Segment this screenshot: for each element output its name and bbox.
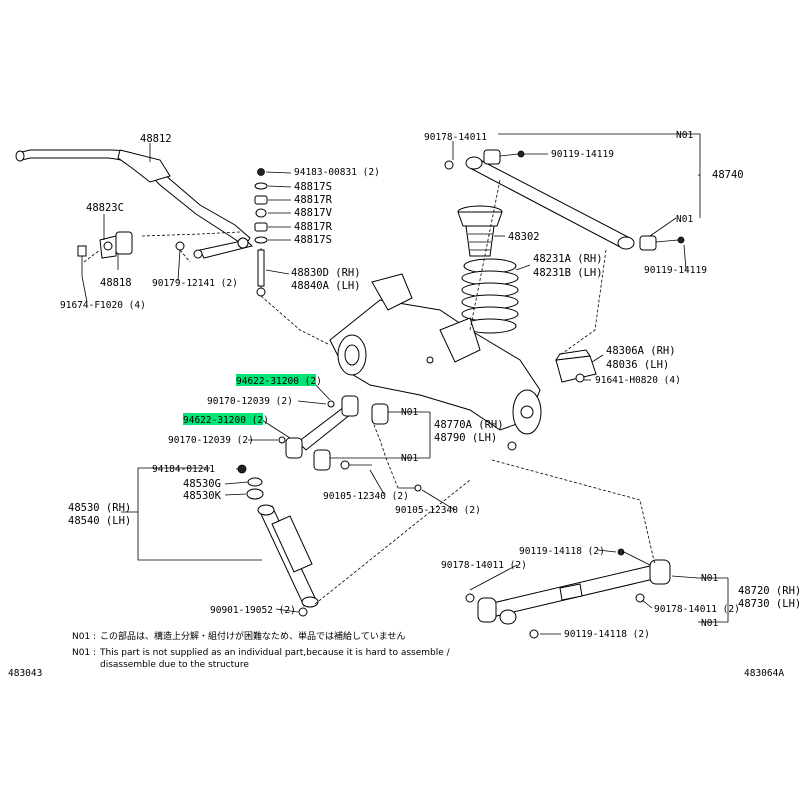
part-label-48817s-b[interactable]: 48817S [294, 234, 332, 246]
part-label-48720[interactable]: 48720 (RH) [738, 585, 800, 597]
part-label-48730[interactable]: 48730 (LH) [738, 598, 800, 610]
highlight-94622-a [236, 374, 316, 386]
stabilizer-bracket-drawing [77, 231, 185, 276]
part-label-48302[interactable]: 48302 [508, 231, 540, 243]
part-label-94622-a[interactable]: 94622-31200 (2) [236, 376, 322, 387]
diagram-id-left: 483043 [8, 668, 42, 679]
part-label-94622-b[interactable]: 94622-31200 (2) [183, 415, 269, 426]
bump-stopper-drawing [554, 349, 597, 383]
part-label-48231a[interactable]: 48231A (RH) [533, 253, 603, 265]
part-label-90105-a[interactable]: 90105-12340 (2) [323, 491, 409, 502]
part-label-90170-a[interactable]: 90170-12039 (2) [207, 396, 293, 407]
part-label-48036[interactable]: 48036 (LH) [606, 359, 669, 371]
n01-note-low-2[interactable]: N01 [701, 618, 718, 629]
n01-note-top-2[interactable]: N01 [676, 214, 693, 225]
footnote-code-en: N01 : [72, 648, 96, 658]
part-label-90178-top[interactable]: 90178-14011 [424, 132, 487, 143]
part-label-94184[interactable]: 94184-01241 [152, 464, 215, 475]
rear-axle-housing-drawing [329, 273, 542, 451]
part-label-48530g[interactable]: 48530G [183, 478, 221, 490]
lateral-rod-drawing [444, 149, 685, 251]
part-label-48306a[interactable]: 48306A (RH) [606, 345, 676, 357]
part-label-48812[interactable]: 48812 [140, 133, 172, 145]
lower-control-arm-drawing [465, 548, 671, 639]
part-label-90178-low-2[interactable]: 90178-14011 (2) [654, 604, 740, 615]
part-label-90179[interactable]: 90179-12141 (2) [152, 278, 238, 289]
part-label-90901[interactable]: 90901-19052 (2) [210, 605, 296, 616]
footnote-text-jp: この部品は、構造上分解・組付けが困難なため、単品では補給していません [100, 630, 405, 642]
part-label-48840a[interactable]: 48840A (LH) [291, 280, 361, 292]
part-label-48817r-a[interactable]: 48817R [294, 194, 333, 206]
footnote-text-en-line1: This part is not supplied as an individu… [99, 648, 451, 658]
part-label-48817r-b[interactable]: 48817R [294, 221, 333, 233]
part-label-48530k[interactable]: 48530K [183, 490, 222, 502]
part-label-48530[interactable]: 48530 (RH) [68, 502, 131, 514]
part-label-48817s-a[interactable]: 48817S [294, 181, 332, 193]
stabilizer-link-stack-drawing [254, 168, 268, 297]
part-label-91641[interactable]: 91641-H0820 (4) [595, 375, 681, 386]
part-label-90105-b[interactable]: 90105-12340 (2) [395, 505, 481, 516]
dashed-connectors [83, 179, 656, 605]
n01-note-top-1[interactable]: N01 [676, 130, 693, 141]
part-label-90119-top-1[interactable]: 90119-14119 [551, 149, 614, 160]
footnote-text-en-line2: disassemble due to the structure [100, 660, 249, 670]
shock-absorber-drawing [237, 464, 319, 617]
stabilizer-bar-drawing [15, 149, 253, 259]
part-label-48790[interactable]: 48790 (LH) [434, 432, 497, 444]
n01-note-mid-1[interactable]: N01 [401, 407, 418, 418]
n01-note-mid-2[interactable]: N01 [401, 453, 418, 464]
part-label-90178-low-1[interactable]: 90178-14011 (2) [441, 560, 527, 571]
diagram-id-right: 483064A [744, 668, 784, 679]
part-label-48540[interactable]: 48540 (LH) [68, 515, 131, 527]
part-label-48231b[interactable]: 48231B (LH) [533, 267, 603, 279]
part-label-94183[interactable]: 94183-00831 (2) [294, 167, 380, 178]
spring-insulator-drawing [457, 205, 503, 257]
part-label-48740[interactable]: 48740 [712, 169, 744, 181]
part-label-90170-b[interactable]: 90170-12039 (2) [168, 435, 254, 446]
part-label-48830d[interactable]: 48830D (RH) [291, 267, 361, 279]
part-label-90119-low-1[interactable]: 90119-14118 (2) [519, 546, 605, 557]
part-label-90119-low-2[interactable]: 90119-14118 (2) [564, 629, 650, 640]
footnote-code-jp: N01 : [72, 632, 96, 642]
upper-control-arm-drawing [278, 395, 422, 492]
part-label-48818[interactable]: 48818 [100, 277, 132, 289]
part-label-48770a[interactable]: 48770A (RH) [434, 419, 504, 431]
part-label-91674[interactable]: 91674-F1020 (4) [60, 300, 146, 311]
part-label-48817v[interactable]: 48817V [294, 207, 333, 219]
part-label-48823c[interactable]: 48823C [86, 202, 124, 214]
part-label-90119-top-2[interactable]: 90119-14119 [644, 265, 707, 276]
highlight-94622-b [183, 413, 263, 425]
n01-note-low-1[interactable]: N01 [701, 573, 718, 584]
leader-lines [81, 133, 729, 635]
